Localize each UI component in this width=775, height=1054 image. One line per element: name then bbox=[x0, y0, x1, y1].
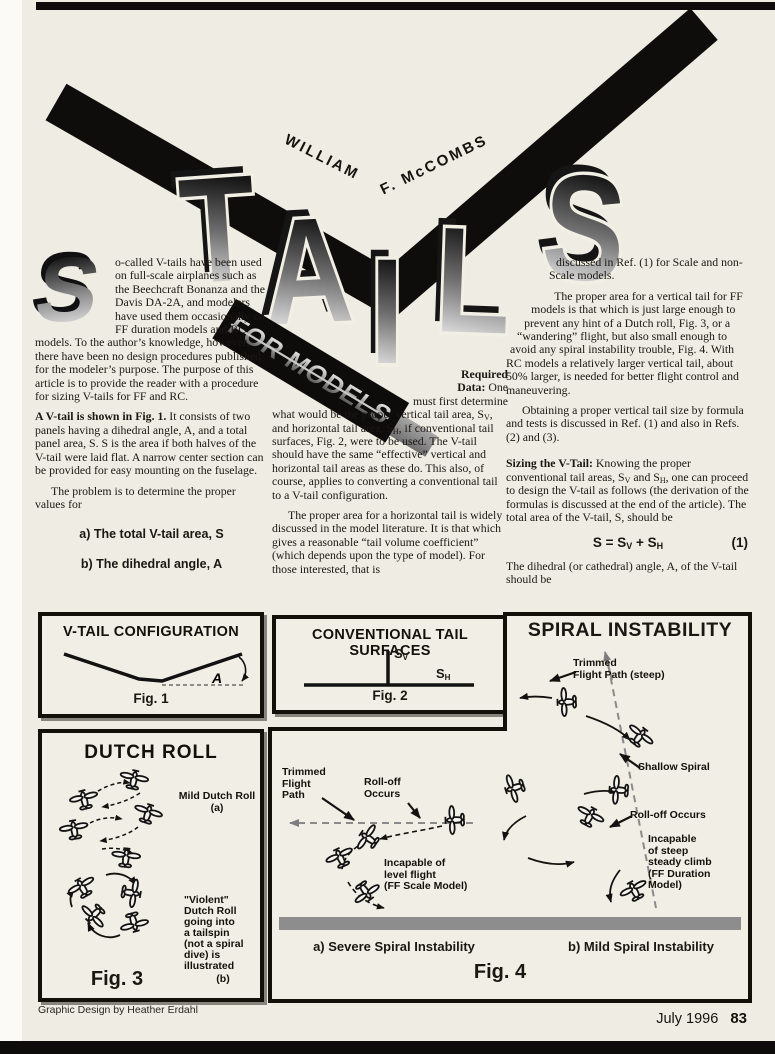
shallow-spiral-label: Shallow Spiral bbox=[638, 761, 710, 773]
mild-dutch-roll-label: Mild Dutch Roll (a) bbox=[178, 790, 256, 814]
page-number: 83 bbox=[730, 1010, 747, 1027]
required-data-line2: Data: One bbox=[457, 380, 508, 395]
rolloff-occurs-left-label: Roll-off Occurs bbox=[364, 776, 401, 800]
airplane-icon bbox=[118, 876, 144, 910]
vtail-paragraph: A V-tail is shown in Fig. 1. It consists… bbox=[35, 409, 264, 478]
scan-edge bbox=[0, 0, 22, 1041]
list-item-b: b) The dihedral angle, A bbox=[80, 556, 223, 571]
figure-4-art bbox=[268, 612, 752, 1003]
equation-body: S = SV + SH bbox=[592, 535, 664, 552]
column-2: Required Data: One must first determine … bbox=[272, 367, 508, 583]
issue-date: July 1996 bbox=[656, 1011, 719, 1027]
airplane-icon bbox=[117, 766, 151, 793]
figure-4: SPIRAL INSTABILITY Trimmed Flight Path (… bbox=[268, 612, 752, 1003]
figure-3-caption: Fig. 3 bbox=[90, 968, 144, 990]
figure-3: DUTCH ROLL Mild Dutch R bbox=[38, 729, 264, 1002]
severe-spiral-caption: a) Severe Spiral Instability bbox=[313, 939, 475, 954]
incapable-level-flight-label: Incapable of level flight (FF Scale Mode… bbox=[384, 857, 468, 892]
dihedral-paragraph: The dihedral (or cathedral) angle, A, of… bbox=[506, 558, 738, 587]
required-data-paragraph: what would be the proper vertical tail a… bbox=[272, 407, 498, 502]
figure-1-title: V-TAIL CONFIGURATION bbox=[63, 624, 239, 640]
airplane-icon bbox=[57, 817, 91, 843]
trimmed-flight-path-label: Trimmed Flight Path bbox=[282, 766, 326, 801]
sh-label: SH bbox=[436, 666, 451, 682]
equation-number: (1) bbox=[731, 535, 749, 551]
airplane-icon bbox=[110, 846, 142, 870]
vertical-tail-paragraph: The proper area for a vertical tail for … bbox=[506, 288, 743, 397]
airplane-icon bbox=[77, 897, 112, 932]
intro-paragraph: SSo-called V-tails have been used on ful… bbox=[24, 234, 266, 404]
obtaining-paragraph: Obtaining a proper vertical tail size by… bbox=[506, 403, 744, 444]
refs-paragraph: discussed in Ref. (1) for Scale and non-… bbox=[506, 255, 750, 283]
mild-spiral-caption: b) Mild Spiral Instability bbox=[568, 939, 714, 954]
figure-1-art: A bbox=[63, 652, 249, 686]
figure-1: V-TAIL CONFIGURATION A Fig. 1 bbox=[38, 612, 264, 718]
figure-1-caption: Fig. 1 bbox=[133, 691, 169, 706]
rolloff-occurs-right-label: Roll-off Occurs bbox=[630, 809, 706, 821]
v-chevron-art bbox=[45, 8, 718, 320]
figure-2-title: CONVENTIONAL TAIL SURFACES bbox=[311, 627, 468, 659]
incapable-steep-climb-label: Incapable of steep steady climb (FF Dura… bbox=[648, 833, 712, 891]
sizing-paragraph: Sizing the V-Tail: Knowing the proper co… bbox=[506, 456, 749, 524]
airplane-icon bbox=[116, 908, 151, 936]
angle-a-label: A bbox=[211, 670, 222, 686]
bottom-rule bbox=[0, 1041, 775, 1054]
title-letter-i: III bbox=[363, 226, 407, 395]
equation-1: S = SV + SH (1) bbox=[506, 535, 750, 552]
list-item-a: a) The total V-tail area, S bbox=[79, 527, 224, 542]
figure-4-caption: Fig. 4 bbox=[473, 961, 527, 983]
column-1: SSo-called V-tails have been used on ful… bbox=[24, 234, 268, 571]
required-data-line1: Required bbox=[461, 367, 508, 381]
required-data-line3: must first determine bbox=[412, 393, 508, 408]
column-3: discussed in Ref. (1) for Scale and non-… bbox=[506, 255, 750, 594]
trimmed-flight-path-steep-label: Trimmed Flight Path (steep) bbox=[573, 657, 665, 681]
violent-dutch-roll-label: "Violent" Dutch Roll going into a tailsp… bbox=[184, 894, 244, 972]
ground-bar bbox=[279, 917, 741, 930]
design-credit: Graphic Design by Heather Erdahl bbox=[38, 1004, 198, 1016]
airplane-icon bbox=[130, 799, 165, 828]
figure-4-title: SPIRAL INSTABILITY bbox=[527, 619, 733, 641]
top-rule bbox=[36, 2, 775, 10]
violent-dutch-roll-sublabel: (b) bbox=[216, 973, 230, 985]
sv-label: SV bbox=[394, 646, 409, 662]
figure-2: CONVENTIONAL TAIL SURFACES SV SH Fig. 2 bbox=[272, 615, 508, 714]
figure-2-art bbox=[304, 651, 474, 687]
figure-2-caption: Fig. 2 bbox=[372, 688, 408, 703]
horizontal-tail-paragraph: The proper area for a horizontal tail is… bbox=[272, 508, 503, 576]
problem-paragraph: The problem is to determine the proper v… bbox=[35, 483, 236, 511]
airplane-icon bbox=[67, 786, 101, 813]
issue-date-and-page: July 1996 83 bbox=[656, 1011, 747, 1027]
figure-3-title: DUTCH ROLL bbox=[84, 742, 218, 763]
figure-3-art bbox=[57, 766, 165, 939]
dropcap-s: SS bbox=[24, 234, 108, 341]
